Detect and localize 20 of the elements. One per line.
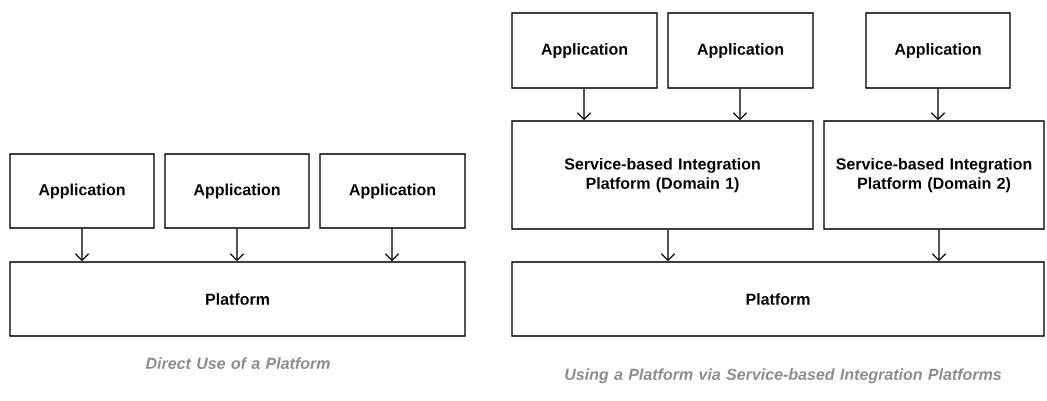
arrow — [74, 228, 90, 262]
application-box: Application — [865, 12, 1011, 89]
arrow — [660, 229, 676, 262]
arrow — [229, 228, 245, 262]
platform-box: Platform — [511, 261, 1045, 337]
arrow — [930, 88, 946, 121]
platform-box: Platform — [9, 261, 466, 337]
arrow — [576, 88, 592, 121]
arrow — [732, 88, 748, 121]
application-box: Application — [319, 153, 466, 229]
arrow — [384, 228, 400, 262]
application-box: Application — [667, 12, 814, 89]
caption: Using a Platform via Service-based Integration Platforms — [565, 368, 1002, 384]
caption: Direct Use of a Platform — [145, 357, 330, 369]
arrow — [931, 229, 947, 262]
application-box: Application — [164, 153, 310, 229]
application-box: Application — [511, 12, 658, 89]
integration-platform-box: Service-based Integration Platform (Domain 2) — [823, 120, 1045, 230]
application-box: Application — [9, 153, 155, 229]
integration-platform-box: Service-based Integration Platform (Domain 1) — [511, 120, 814, 230]
